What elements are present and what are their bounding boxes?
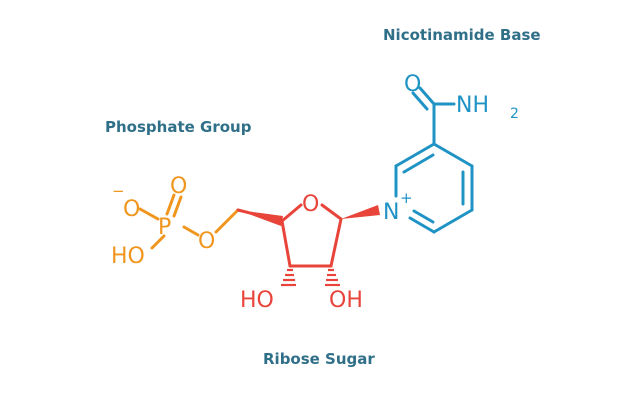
bond-c2-c3 (394, 142, 436, 168)
phosphate-minus-charge: − (112, 182, 125, 200)
phosphate-group (138, 193, 240, 250)
ribose-ring-o: O (302, 192, 319, 217)
bond-c6-n (408, 216, 436, 234)
bond-p-oester (182, 225, 200, 237)
ribose-sugar-label: Ribose Sugar (263, 350, 375, 368)
bond-ominus-p (138, 207, 160, 221)
double-c6-n-inner (412, 209, 435, 224)
phosphate-o-ester: O (198, 229, 215, 254)
nicotinamide-base-label: Nicotinamide Base (383, 26, 541, 44)
bond-p-o-double-b (172, 195, 183, 218)
bond-c3-c4 (432, 142, 474, 168)
phosphate-o-minus: O (123, 197, 140, 222)
bond-c4-ringo (280, 203, 303, 223)
phosphate-o-double: O (170, 174, 187, 199)
ribose-ho: HO (240, 288, 274, 313)
bond-p-o-double-a (165, 193, 176, 216)
ribose-oh: OH (329, 288, 363, 313)
bond-c5-c6 (432, 208, 474, 234)
bond-oester-ch2 (214, 208, 240, 234)
bond-ringo-c1 (320, 203, 343, 221)
hashed-bond-c2-oh (325, 268, 340, 287)
phosphate-group-label: Phosphate Group (105, 118, 252, 136)
double-c2-c3-inner (402, 153, 435, 174)
nicotinamide-nh: NH (456, 93, 489, 118)
pyridinium-ring (394, 86, 474, 234)
bond-carbonyl-o-a (418, 86, 436, 106)
bond-p-ho (150, 234, 166, 250)
wedge-c1-n (341, 205, 380, 219)
phosphate-ho: HO (111, 244, 145, 269)
bond-c4-c3 (280, 219, 292, 268)
bond-carbonyl-o-b (411, 91, 429, 111)
wedge-ch2-c4 (238, 210, 283, 226)
phosphate-p: P (158, 215, 171, 240)
hashed-bond-c3-ho (281, 268, 296, 287)
nicotinamide-nh-subscript: 2 (510, 106, 519, 122)
nicotinamide-carbonyl-o: O (404, 72, 421, 97)
bond-c1-c2 (329, 217, 343, 268)
nicotinamide-plus-charge: + (400, 189, 413, 207)
nicotinamide-n: N (383, 200, 399, 225)
